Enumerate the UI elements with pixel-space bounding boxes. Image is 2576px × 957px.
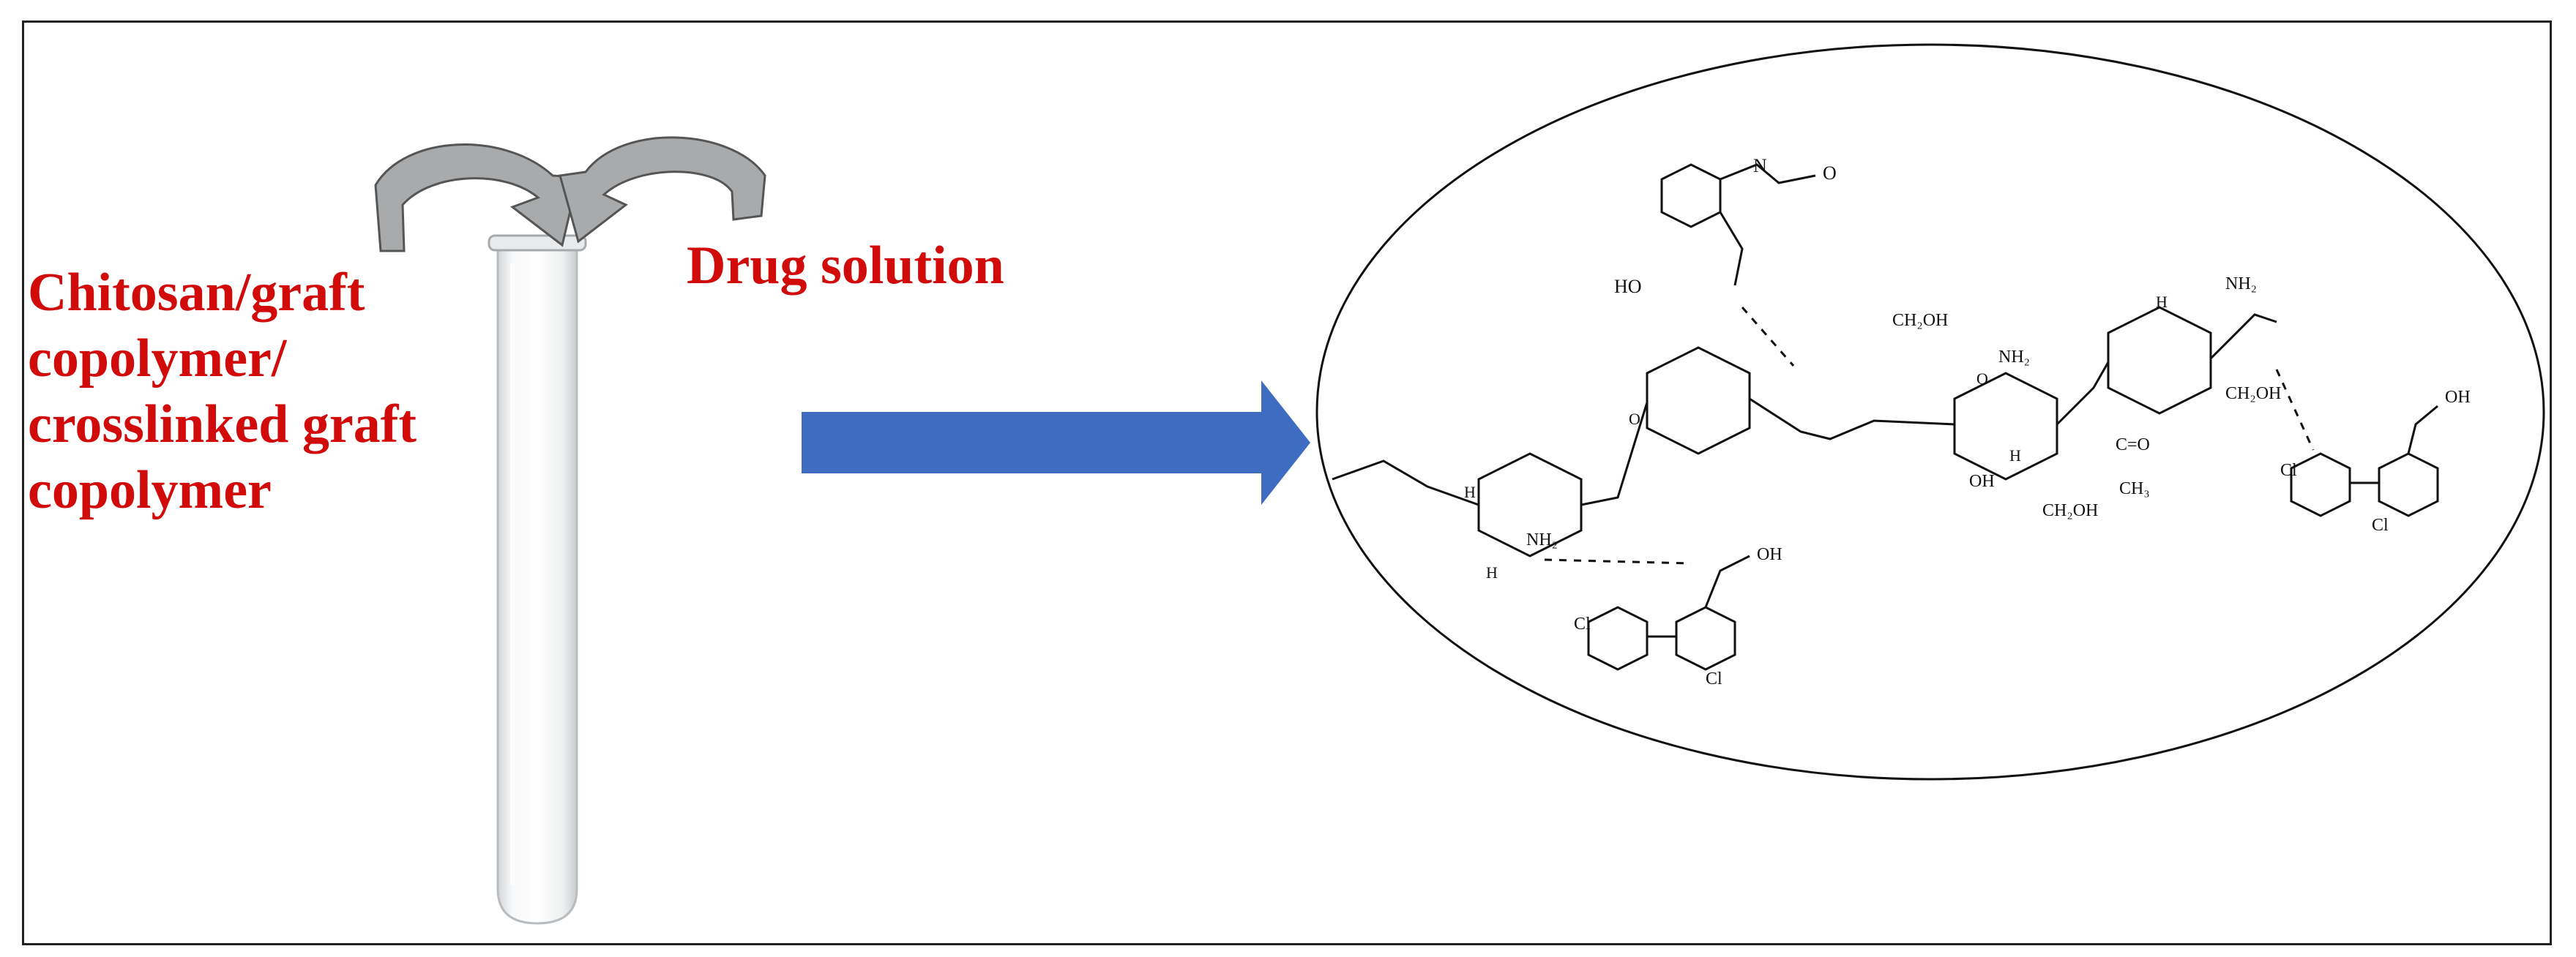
label-o: O bbox=[1976, 369, 1988, 388]
label-h: H bbox=[1486, 563, 1498, 582]
label-ch2oh: CH₂OH bbox=[2225, 384, 2281, 403]
polymer-label-line: crosslinked graft bbox=[28, 394, 417, 454]
figure-border bbox=[22, 20, 2552, 945]
label-ch3: CH₃ bbox=[2119, 479, 2150, 498]
structure-labels: HO N O NH₂ OH CH₂OH CH₂OH C=O CH₃ NH₂ CH… bbox=[1464, 155, 2471, 688]
label-cl: Cl bbox=[2280, 461, 2297, 480]
label-nh2: NH₂ bbox=[2225, 274, 2257, 293]
label-cho: C=O bbox=[2116, 435, 2150, 454]
label-oh: OH bbox=[1757, 545, 1782, 564]
label-ch2oh: CH₂OH bbox=[1892, 311, 1948, 330]
label-h: H bbox=[2009, 446, 2021, 465]
curved-arrow-icon bbox=[374, 143, 580, 252]
test-tube-icon bbox=[488, 234, 587, 925]
label-nh2: NH₂ bbox=[1998, 348, 2030, 367]
polymer-label-line: Chitosan/graft bbox=[28, 263, 365, 323]
curved-arrow-icon bbox=[559, 136, 766, 244]
drug-solution-label: Drug solution bbox=[687, 236, 1004, 296]
label-h: H bbox=[2156, 293, 2168, 311]
polymer-label-line: copolymer/ bbox=[28, 329, 287, 389]
chemical-structure bbox=[1332, 163, 2439, 671]
label-h: H bbox=[1464, 483, 1476, 501]
structure-ellipse bbox=[1315, 43, 2545, 781]
right-arrow-icon bbox=[802, 380, 1310, 505]
label-oh: OH bbox=[2445, 388, 2471, 407]
label-nh2: NH₂ bbox=[1526, 530, 1558, 549]
label-cl: Cl bbox=[1574, 615, 1591, 634]
label-n: N bbox=[1753, 155, 1767, 176]
polymer-label-line: copolymer bbox=[28, 460, 272, 520]
label-cl: Cl bbox=[1706, 669, 1722, 688]
polymer-label: Chitosan/graft copolymer/ crosslinked gr… bbox=[28, 260, 482, 523]
label-oh: OH bbox=[1969, 472, 1995, 491]
label-ch2oh: CH₂OH bbox=[2042, 501, 2098, 520]
label-o: O bbox=[1823, 162, 1837, 184]
label-cl: Cl bbox=[2372, 516, 2389, 535]
label-ho: HO bbox=[1614, 276, 1642, 297]
label-o: O bbox=[1629, 410, 1640, 428]
